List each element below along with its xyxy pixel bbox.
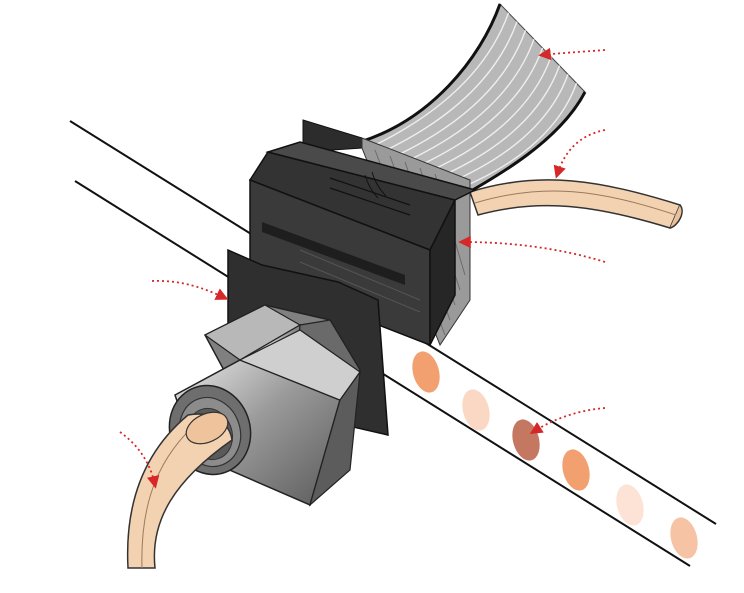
sealing-insert <box>670 517 698 559</box>
annotation-arrows <box>119 47 606 489</box>
round-cable-bottom <box>126 411 233 569</box>
arrow-ribbon-cable <box>538 47 606 61</box>
sealing-insert <box>562 449 590 491</box>
arrow-round-cable-bottom <box>119 431 160 489</box>
arrow-sealing-insert <box>529 407 606 435</box>
ribbon-conductor <box>369 12 510 149</box>
ribbon-conductor <box>416 56 552 178</box>
sealing-inserts <box>412 351 698 559</box>
sealing-insert <box>462 389 490 431</box>
ribbon-conductor <box>378 21 518 155</box>
arrow-round-cable-top <box>553 129 606 179</box>
sealing-insert <box>412 351 440 393</box>
arrow-split-frame <box>458 235 606 263</box>
ribbon-cable <box>358 3 587 202</box>
ribbon-conductor <box>397 38 535 166</box>
arrow-cable-gland <box>151 280 229 300</box>
sealing-insert <box>616 484 644 526</box>
split-frame <box>248 119 478 347</box>
cable-gland <box>168 248 389 507</box>
ribbon-conductor <box>388 30 527 161</box>
ribbon-conductor <box>407 47 544 172</box>
round-cable-top <box>469 179 683 229</box>
ribbon-conductor <box>426 65 561 184</box>
